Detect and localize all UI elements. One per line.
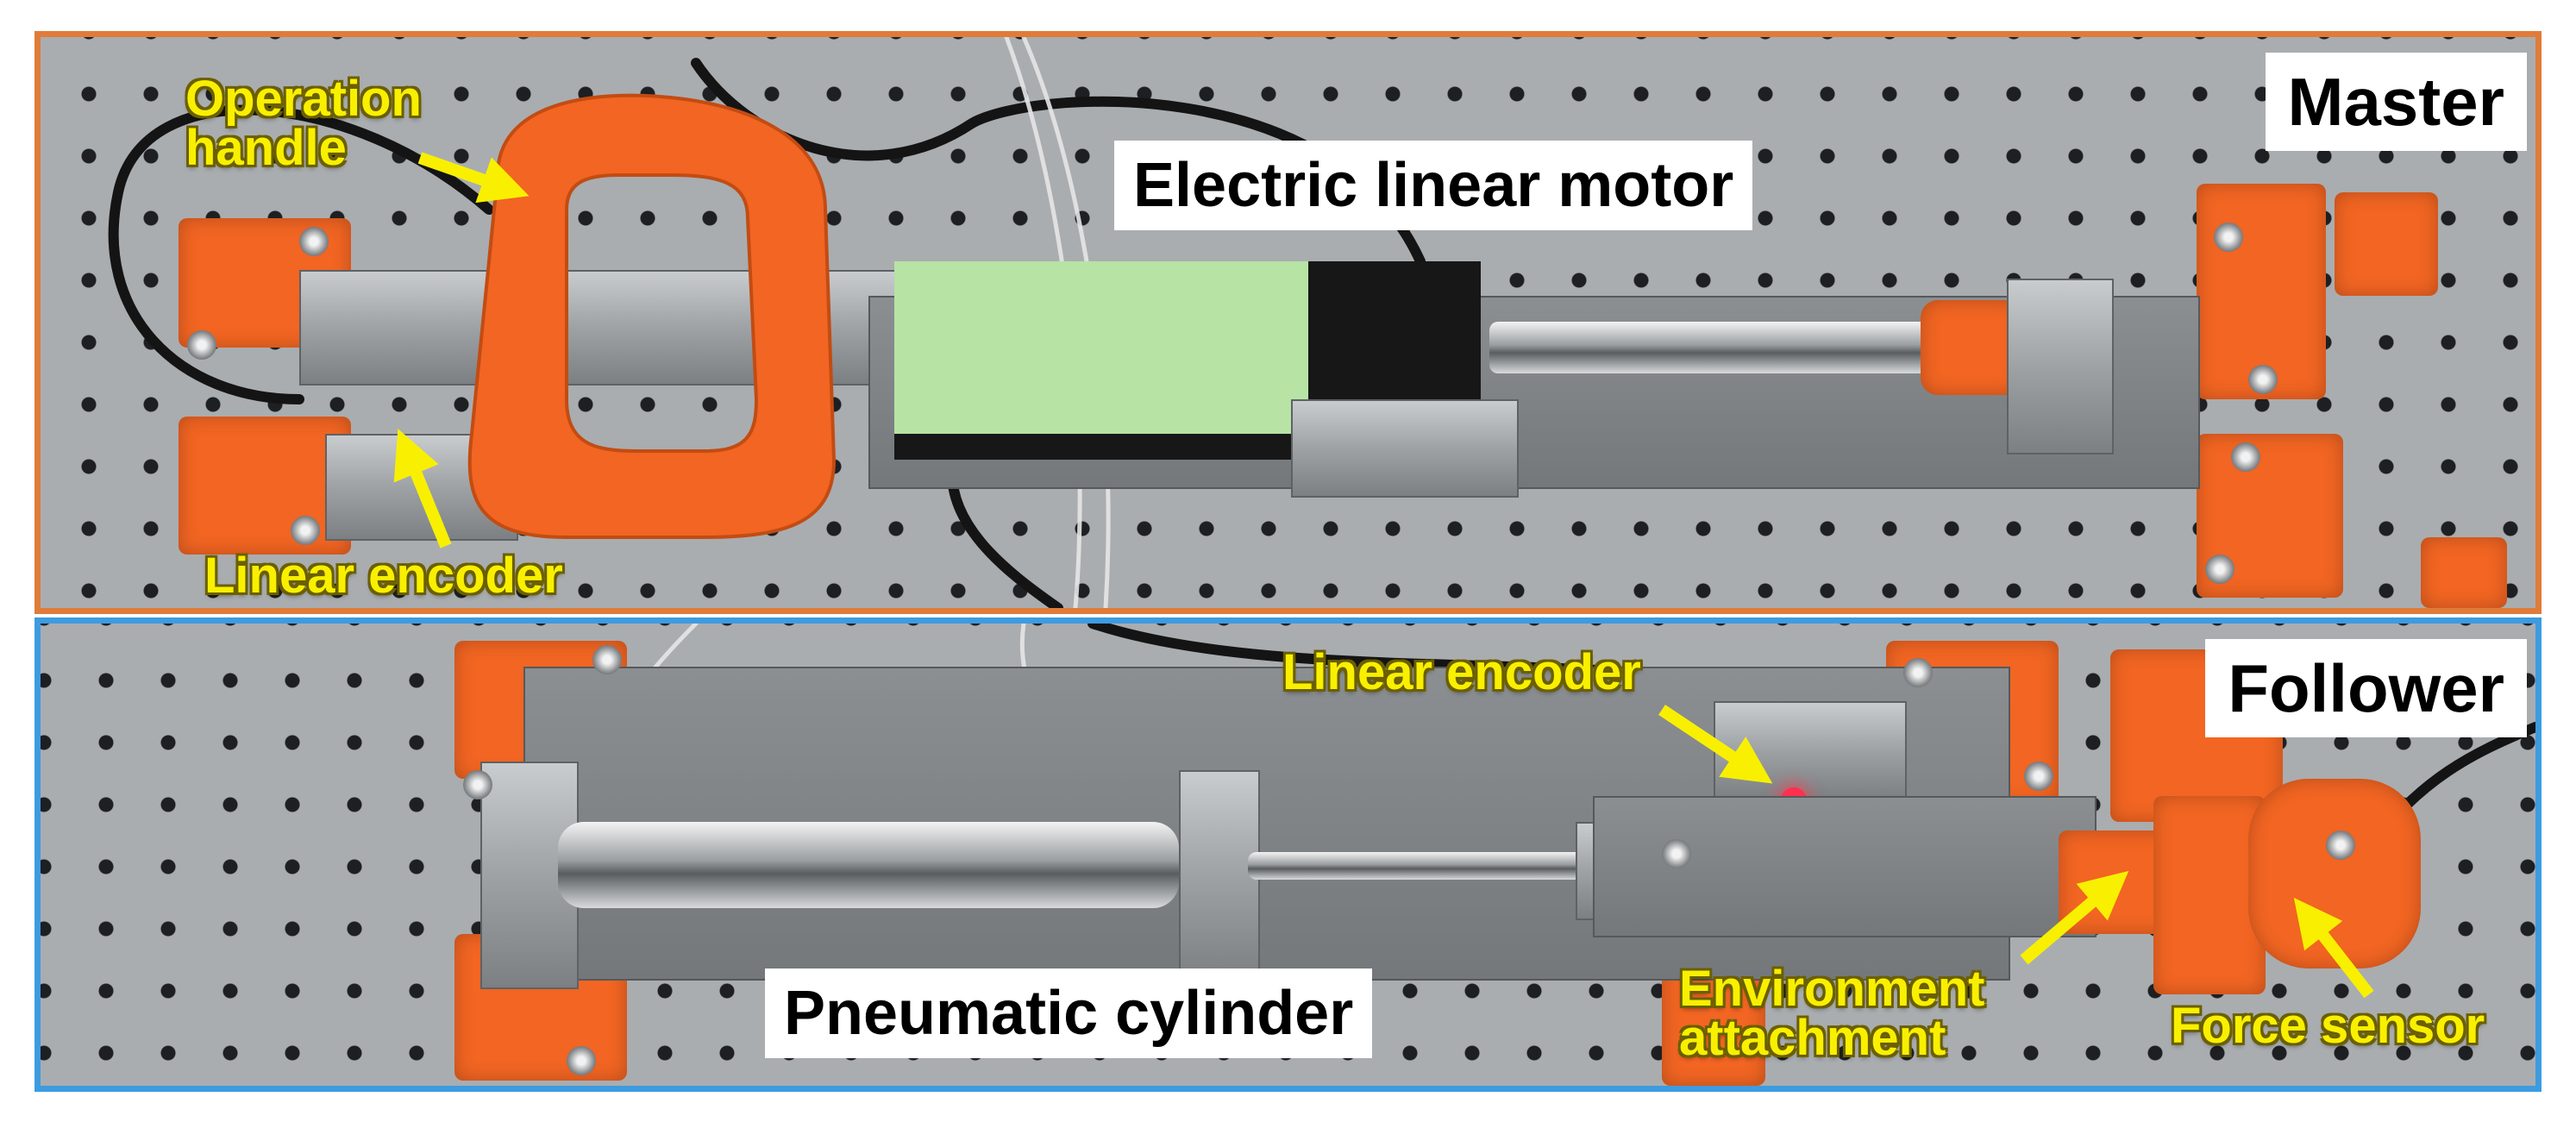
motor-green-tape bbox=[894, 261, 1308, 434]
master-left-bottom-bracket bbox=[179, 417, 351, 555]
master-title: Master bbox=[2265, 53, 2527, 151]
master-right-top-bracket bbox=[2197, 184, 2326, 399]
environment-attachment-label: Environment attachment bbox=[1679, 961, 1985, 1066]
follower-panel: Follower Pneumatic cylinder Linear encod… bbox=[34, 617, 2542, 1092]
force-sensor bbox=[2248, 779, 2421, 968]
motor-end-block bbox=[1291, 399, 1519, 498]
environment-attachment-frame bbox=[2153, 796, 2266, 994]
cylinder-end-bracket-right bbox=[1179, 770, 1260, 981]
electric-linear-motor-label: Electric linear motor bbox=[1114, 141, 1753, 230]
screw bbox=[2024, 762, 2053, 791]
operation-handle bbox=[467, 93, 837, 539]
master-panel: Master Electric linear motor Operation h… bbox=[34, 31, 2542, 614]
screw bbox=[567, 1046, 596, 1075]
screw bbox=[2205, 555, 2234, 584]
pneumatic-cylinder-body bbox=[558, 822, 1179, 908]
screw bbox=[1903, 658, 1933, 687]
force-sensor-label: Force sensor bbox=[2171, 998, 2485, 1054]
screw bbox=[2248, 365, 2278, 394]
operation-handle-label: Operation handle bbox=[185, 71, 422, 176]
follower-title: Follower bbox=[2205, 639, 2527, 737]
master-right-clamp bbox=[2335, 192, 2438, 296]
follower-linear-encoder-label: Linear encoder bbox=[1282, 644, 1641, 700]
screw bbox=[2214, 223, 2243, 252]
pneumatic-cylinder-label: Pneumatic cylinder bbox=[765, 968, 1373, 1058]
screw bbox=[299, 227, 329, 256]
screw bbox=[463, 770, 492, 799]
screw bbox=[2231, 442, 2260, 472]
screw bbox=[592, 645, 622, 674]
screw bbox=[2326, 831, 2355, 860]
follower-slider-plate bbox=[1593, 796, 2097, 937]
screw bbox=[291, 516, 320, 545]
master-right-corner-bracket bbox=[2421, 537, 2507, 608]
follower-encoder-block bbox=[1714, 701, 1907, 799]
master-linear-encoder-label: Linear encoder bbox=[204, 548, 563, 604]
master-end-bracket bbox=[2007, 279, 2114, 454]
screw bbox=[187, 330, 216, 360]
screw bbox=[1662, 839, 1691, 868]
